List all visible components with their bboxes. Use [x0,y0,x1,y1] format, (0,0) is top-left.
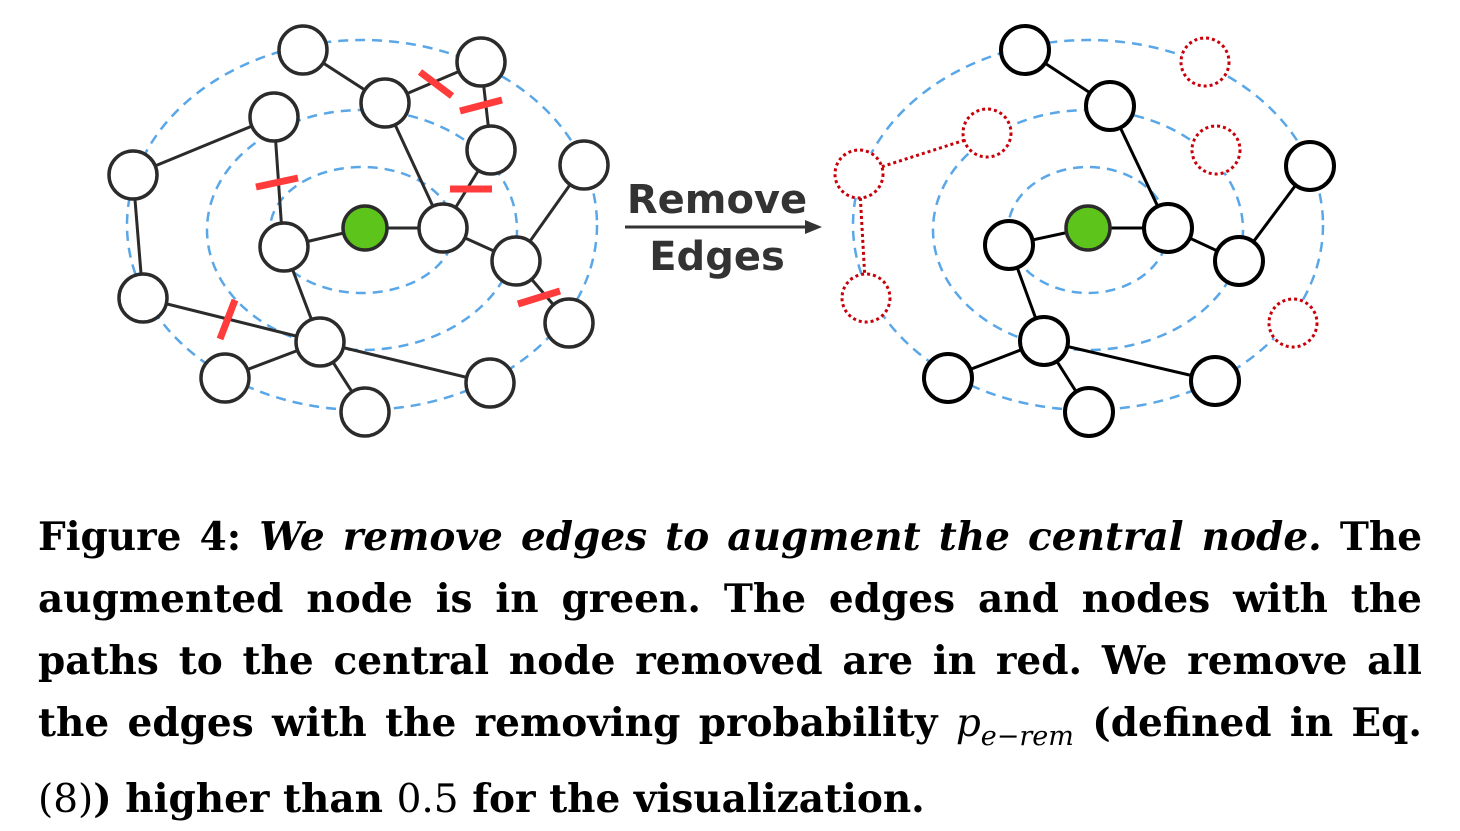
math-subscript: e−rem [980,720,1074,752]
threshold-value: 0.5 [396,776,459,822]
graph-node [1084,80,1136,132]
graph-node [248,91,300,143]
graph-node [1189,355,1241,407]
graph-node [339,386,391,438]
caption-title: We remove edges to augment the central n… [259,514,1322,560]
graph-node [465,124,517,176]
figure-4: Remove Edges [107,24,1336,438]
arrow-head [805,220,822,234]
right-nodes [922,24,1336,438]
graph-node [1063,386,1115,438]
graph-node [107,149,159,201]
removed-edge-mark [516,287,562,308]
figure-caption: Figure 4: We remove edges to augment the… [38,506,1422,831]
left-nodes [107,24,610,438]
removed-node [961,107,1013,159]
right-graph [833,24,1336,438]
caption-text-2: (defined in Eq. [1073,700,1422,746]
removed-edge [858,131,988,176]
removed-node [833,148,885,200]
graph-node [999,24,1051,76]
caption-text-1: The augmented node is in green. The edge… [38,514,1423,746]
graph-node [1284,140,1336,192]
removed-node [1267,297,1319,349]
graph-node [199,352,251,404]
edge [1043,339,1216,383]
central-node [341,204,389,252]
graph-node [1213,235,1265,287]
graph-node [543,297,595,349]
left-removed-edge-marks [216,69,562,341]
graph-node [258,221,310,273]
arrow-label-line1: Remove [627,177,807,223]
removed-edge-mark [216,298,239,341]
figure-label: Figure 4: [38,514,242,560]
probability-symbol: pe−rem [955,701,1074,752]
graph-node [277,24,329,76]
graph-node [490,235,542,287]
graph-node [464,357,516,409]
removed-node [840,272,892,324]
graph-node [417,202,469,254]
graph-node [117,272,169,324]
math-symbol: p [955,701,981,746]
graph-diagram: Remove Edges [107,24,1336,438]
equation-reference: (8) [38,776,94,822]
removed-node [1190,124,1242,176]
removed-edge-mark [459,96,503,115]
edge [142,296,321,344]
right-removed-nodes [833,36,1319,349]
edge [319,340,491,385]
graph-node [558,139,610,191]
caption-text-4: for the visualization. [458,775,925,822]
removed-edge-mark [417,69,455,99]
central-node [1064,204,1112,252]
graph-node [1018,315,1070,367]
graph-node [983,219,1035,271]
graph-node [359,77,411,129]
graph-node [455,36,507,88]
graph-node [922,352,974,404]
arrow-label-line2: Edges [649,234,785,280]
caption-text-3: ) higher than [93,775,397,822]
left-graph [107,24,610,438]
graph-node [1142,202,1194,254]
removed-edge-mark [255,174,299,191]
graph-node [294,316,346,368]
remove-edges-arrow: Remove Edges [625,177,822,280]
removed-node [1179,36,1231,88]
